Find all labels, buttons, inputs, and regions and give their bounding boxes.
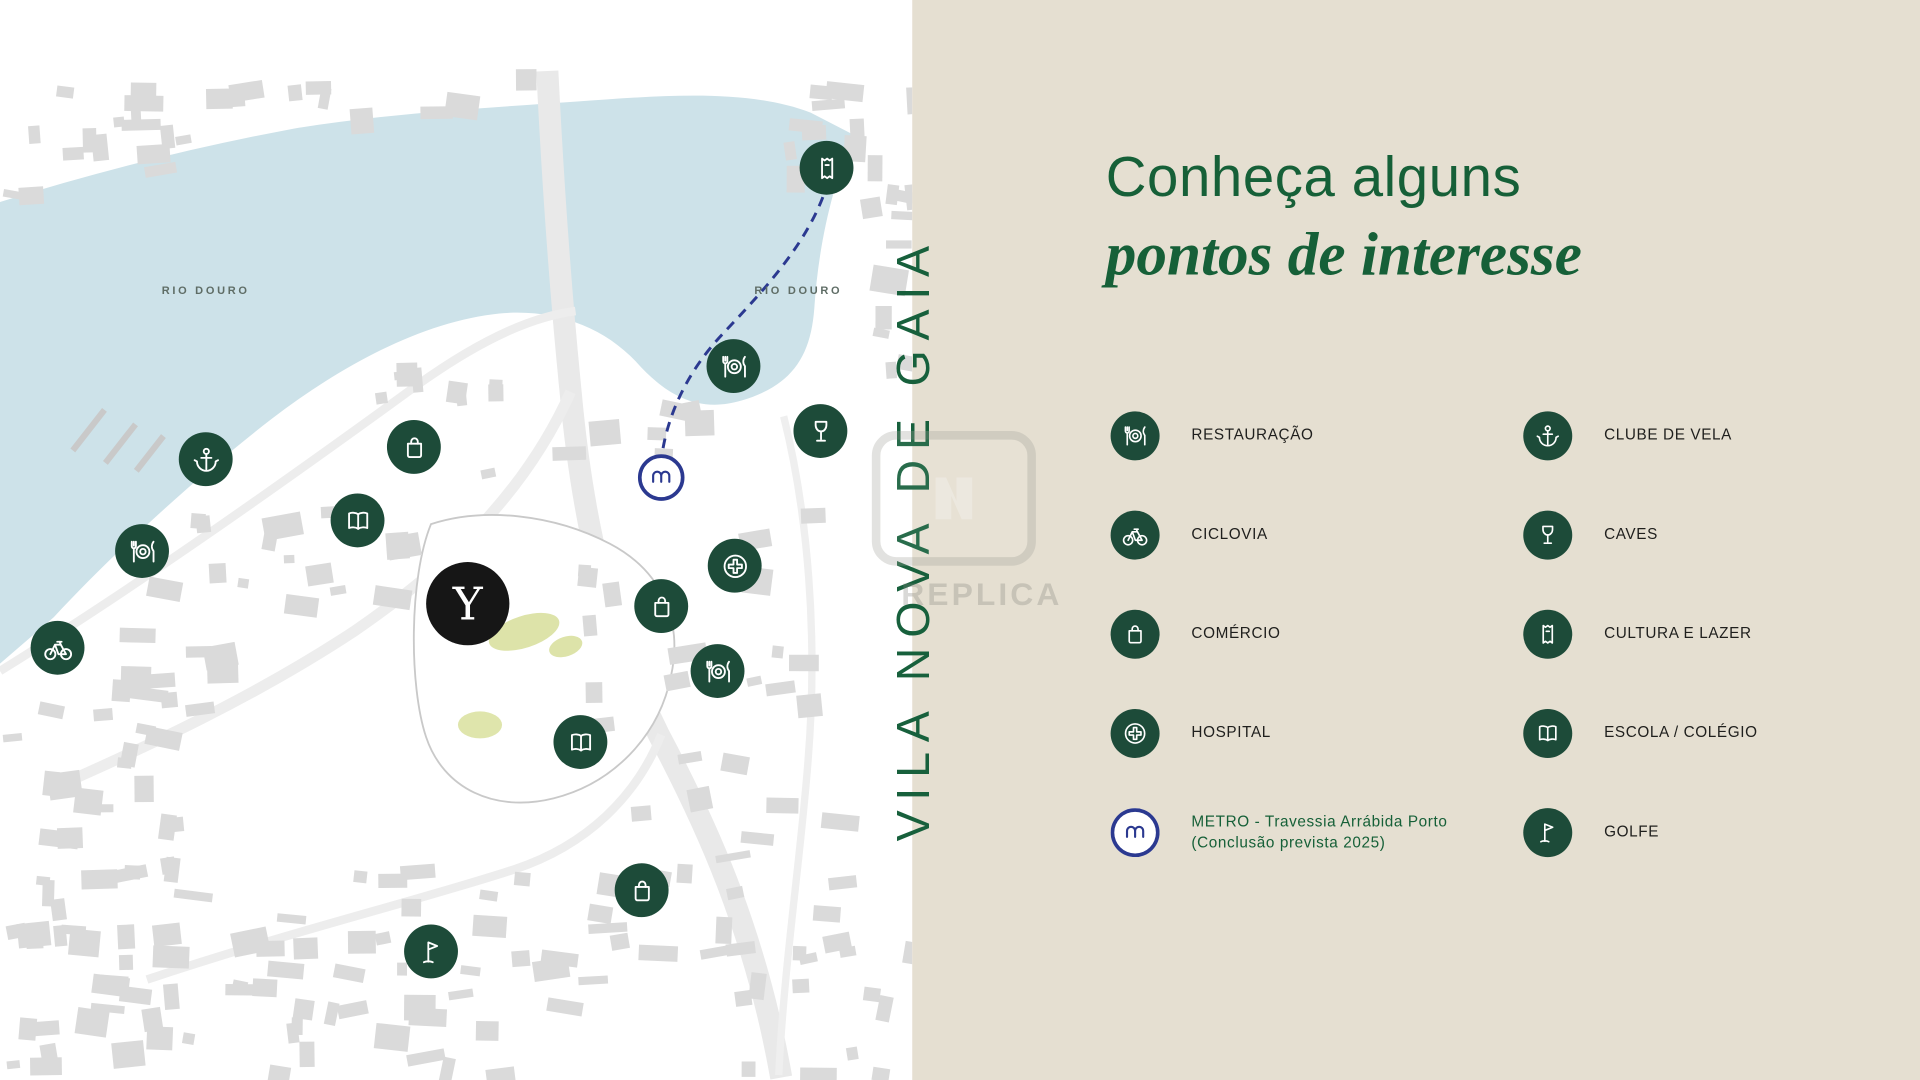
legend-label: RESTAURAÇÃO	[1191, 426, 1314, 444]
bag-marker[interactable]	[386, 420, 441, 474]
legend-item-ciclovia: CICLOVIA	[1110, 510, 1448, 560]
legend-item-caves: CAVES	[1523, 510, 1757, 560]
legend-item-golfe: GOLFE	[1523, 808, 1757, 858]
legend-label: COMÉRCIO	[1191, 624, 1281, 642]
restaurant-marker[interactable]	[706, 339, 761, 394]
river-shape	[0, 95, 854, 664]
map-graphic	[0, 69, 913, 1080]
book-marker[interactable]	[553, 715, 608, 769]
ticket-marker[interactable]	[799, 140, 854, 195]
title-line-1: Conheça alguns	[1105, 144, 1522, 209]
legend-label: ESCOLA / COLÉGIO	[1604, 723, 1758, 742]
bicycle-icon	[1110, 510, 1160, 560]
legend-label: CAVES	[1604, 525, 1658, 543]
river-label: RIO DOURO	[754, 284, 843, 297]
legend-label: CICLOVIA	[1191, 525, 1268, 543]
legend-column-right: CLUBE DE VELA CAVES CULTURA E LAZER ESCO…	[1523, 411, 1758, 858]
metro-icon	[1110, 808, 1160, 858]
legend-panel	[912, 0, 1920, 1080]
map-markers-layer: Y	[0, 0, 912, 1080]
legend-item-hospital: HOSPITAL	[1110, 708, 1448, 758]
title-line-2: pontos de interesse	[1105, 219, 1582, 288]
legend-column-left: RESTAURAÇÃO CICLOVIA COMÉRCIO HOSPITAL M…	[1110, 411, 1448, 858]
shopping-bag-icon	[1110, 609, 1160, 659]
legend-item-restauracao: RESTAURAÇÃO	[1110, 411, 1448, 461]
bag-marker[interactable]	[634, 579, 689, 634]
legend-item-metro: METRO - Travessia Arrábida Porto (Conclu…	[1110, 808, 1448, 858]
legend-label: CULTURA E LAZER	[1604, 624, 1752, 642]
metro-marker[interactable]	[637, 454, 685, 501]
hospital-cross-icon	[1110, 708, 1160, 758]
legend-item-escola-colegio: ESCOLA / COLÉGIO	[1523, 708, 1758, 758]
book-icon	[1523, 708, 1573, 758]
legend-label: METRO - Travessia Arrábida Porto (Conclu…	[1191, 812, 1448, 852]
metro-route-line	[660, 196, 825, 453]
hospital-marker[interactable]	[707, 538, 762, 593]
legend-label: HOSPITAL	[1191, 723, 1271, 742]
book-marker[interactable]	[330, 493, 385, 548]
restaurant-icon	[1110, 411, 1160, 461]
golf-flag-icon	[1523, 808, 1573, 858]
logo-marker[interactable]: Y	[426, 562, 510, 646]
park-areas	[457, 612, 583, 739]
map-area: RIO DOURO RIO DOURO Y	[0, 0, 913, 1080]
restaurant-marker[interactable]	[115, 524, 169, 578]
restaurant-marker[interactable]	[690, 644, 745, 698]
bag-marker[interactable]	[614, 863, 669, 918]
river-label: RIO DOURO	[161, 284, 250, 297]
city-vertical-label: VILA NOVA DE GAIA	[888, 236, 940, 842]
anchor-marker[interactable]	[178, 432, 233, 487]
legend-item-comercio: COMÉRCIO	[1110, 609, 1448, 659]
panel-title: Conheça alguns pontos de interesse	[1106, 144, 1582, 289]
legend-label: CLUBE DE VELA	[1604, 426, 1733, 444]
anchor-icon	[1523, 411, 1573, 461]
golf-marker[interactable]	[404, 924, 458, 979]
wine-marker[interactable]	[793, 404, 848, 458]
legend-item-cultura-e-lazer: CULTURA E LAZER	[1523, 609, 1757, 659]
legend-label: GOLFE	[1604, 823, 1660, 841]
legend-item-clube-de-vela: CLUBE DE VELA	[1523, 411, 1757, 461]
ticket-icon	[1523, 609, 1573, 659]
wine-glass-icon	[1523, 510, 1573, 560]
bicycle-marker[interactable]	[30, 620, 85, 675]
